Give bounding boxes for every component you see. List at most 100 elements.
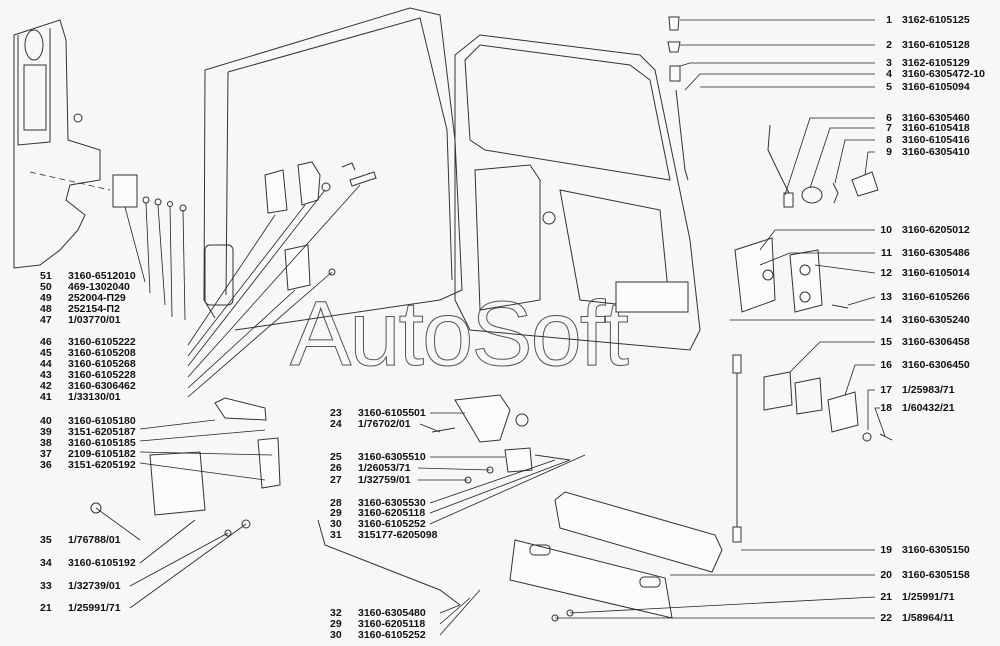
part-label: 38 3160-6105185: [40, 437, 136, 449]
callout-number: 44: [40, 358, 52, 370]
part-label: 19 3160-6305150: [872, 544, 970, 556]
part-label: 41 1/33130/01: [40, 391, 121, 403]
callout-number: 22: [880, 612, 892, 624]
part-number: 3151-6205192: [68, 459, 136, 471]
part-number: 3160-6205118: [358, 618, 426, 630]
callout-number: 45: [40, 347, 52, 359]
part-number: 3160-6306458: [902, 336, 970, 348]
part-number: 252154-П2: [68, 303, 120, 315]
part-number: 3160-6105268: [68, 358, 136, 370]
lock-cylinder-parts: [431, 394, 571, 484]
part-number: 3160-6305472-10: [902, 68, 985, 80]
part-label: 50 469-1302040: [40, 281, 130, 293]
part-number: 3160-6105185: [68, 437, 136, 449]
part-label: 47 1/03770/01: [40, 314, 121, 326]
part-number: 3160-6105501: [358, 407, 426, 419]
part-number: 3160-6105014: [902, 267, 970, 279]
part-number: 1/33130/01: [68, 391, 121, 403]
part-number: 3162-6105125: [902, 14, 970, 26]
callout-number: 15: [880, 336, 892, 348]
part-number: 1/58964/11: [902, 612, 954, 624]
part-number: 1/60432/21: [902, 402, 955, 414]
callout-number: 40: [40, 415, 52, 427]
callout-number: 16: [880, 359, 892, 371]
callout-number: 19: [880, 544, 892, 556]
part-number: 1/32759/01: [358, 474, 411, 486]
callout-number: 3: [886, 57, 892, 69]
part-label: 4 3160-6305472-10: [872, 68, 985, 80]
part-label: 46 3160-6105222: [40, 336, 136, 348]
callout-number: 46: [40, 336, 52, 348]
part-number: 3160-6305240: [902, 314, 970, 326]
callout-number: 28: [330, 497, 342, 509]
callout-number: 27: [330, 474, 342, 486]
lock-rod-parts: [667, 16, 879, 313]
callout-number: 2: [886, 39, 892, 51]
callout-number: 35: [40, 534, 52, 546]
part-number: 3160-6105208: [68, 347, 136, 359]
callout-number: 14: [880, 314, 892, 326]
callout-number: 13: [880, 291, 892, 303]
part-label: 27 1/32759/01: [330, 474, 411, 486]
callout-number: 38: [40, 437, 52, 449]
part-number: 1/25991/71: [68, 602, 121, 614]
callout-number: 8: [886, 134, 892, 146]
part-number: 469-1302040: [68, 281, 130, 293]
striker-parts: [763, 371, 893, 442]
callout-number: 9: [886, 146, 892, 158]
part-number: 3160-6305486: [902, 247, 970, 259]
part-number: 3160-6105418: [902, 122, 970, 134]
callout-number: 5: [886, 81, 892, 93]
part-number: 3160-6105192: [68, 557, 136, 569]
part-number: 3160-6305150: [902, 544, 970, 556]
callout-number: 20: [880, 569, 892, 581]
callout-number: 21: [880, 591, 892, 603]
callout-number: 29: [330, 618, 342, 630]
part-number: 3160-6105222: [68, 336, 136, 348]
callout-number: 39: [40, 426, 52, 438]
callout-number: 17: [880, 384, 892, 396]
callout-number: 4: [886, 68, 892, 80]
part-number: 3160-6305510: [358, 451, 426, 463]
callout-number: 50: [40, 281, 52, 293]
callout-number: 10: [880, 224, 892, 236]
callout-number: 41: [40, 391, 52, 403]
callout-number: 21: [40, 602, 52, 614]
callout-number: 47: [40, 314, 52, 326]
part-number: 3160-6512010: [68, 270, 136, 282]
part-number: 1/03770/01: [68, 314, 121, 326]
part-number: 3160-6305530: [358, 497, 426, 509]
part-number: 1/76788/01: [68, 534, 121, 546]
part-number: 2109-6105182: [68, 448, 136, 460]
callout-number: 30: [330, 629, 342, 641]
part-label: 44 3160-6105268: [40, 358, 136, 370]
